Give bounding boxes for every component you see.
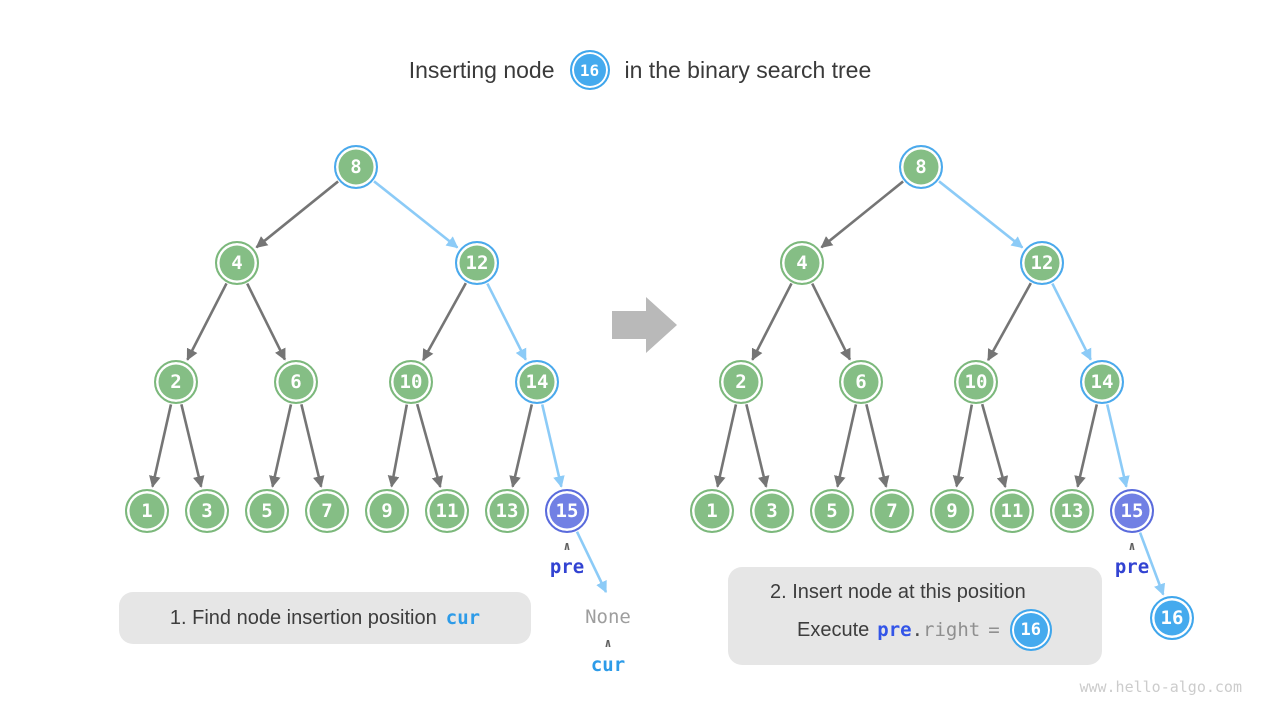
tree-after-node-1: 1 [690, 489, 734, 533]
tree-before-node-4: 4 [215, 241, 259, 285]
title-node-value: 16 [579, 60, 600, 80]
watermark: www.hello-algo.com [1079, 678, 1242, 696]
tree-before-node-15: 15 [545, 489, 589, 533]
caption-step2-pre-code: pre [877, 619, 912, 641]
tree-before-node-10: 10 [389, 360, 433, 404]
tree-edge-8-12 [373, 180, 459, 249]
tree-before-node-9: 9 [365, 489, 409, 533]
tree-edge-8-4 [820, 180, 904, 249]
tree-edge-12-14 [486, 282, 527, 361]
caption-step2-line1: 2. Insert node at this position [770, 581, 1026, 603]
title-node-16: 16 [569, 50, 610, 90]
tree-before-node-6: 6 [274, 360, 318, 404]
tree-after-node-15: 15 [1110, 489, 1154, 533]
tree-edge-8-4 [255, 180, 339, 249]
tree-edge-10-9 [387, 404, 409, 488]
tree-before-node-3: 3 [185, 489, 229, 533]
caption-step2-line2: Execute pre . right = 16 [797, 609, 1102, 651]
tree-before-node-7: 7 [305, 489, 349, 533]
tree-before-node-11: 11 [425, 489, 469, 533]
caption-step2-equals: = [988, 619, 1000, 641]
tree-after-node-11: 11 [990, 489, 1034, 533]
cur-pointer-label: cur [590, 654, 626, 676]
tree-after-node-8: 8 [899, 145, 943, 189]
tree-after-node-12: 12 [1020, 241, 1064, 285]
tree-edge-14-15 [540, 404, 565, 488]
tree-after-node-6: 6 [839, 360, 883, 404]
tree-before-node-1: 1 [125, 489, 169, 533]
caption-node-value: 16 [1020, 620, 1041, 640]
caption-step2: 2. Insert node at this position Execute … [728, 567, 1102, 665]
caret-up-icon: ∧ [1128, 539, 1136, 553]
tree-edge-12-14 [1051, 282, 1092, 361]
tree-edge-15-none [575, 531, 608, 594]
tree-before-node-12: 12 [455, 241, 499, 285]
tree-after-node-13: 13 [1050, 489, 1094, 533]
tree-edge-4-2 [186, 282, 228, 361]
tree-edge-6-5 [269, 404, 293, 488]
tree-edge-2-3 [745, 404, 770, 488]
tree-edge-6-7 [300, 404, 325, 488]
diagram-title: Inserting node 16 in the binary search t… [0, 48, 1280, 92]
tree-after-node-7: 7 [870, 489, 914, 533]
tree-edge-6-7 [865, 404, 890, 488]
tree-edge-15-16 [1138, 532, 1166, 596]
tree-after-node-14: 14 [1080, 360, 1124, 404]
tree-edge-6-5 [834, 404, 858, 488]
caption-step2-dot: . [911, 619, 924, 641]
tree-edge-2-1 [714, 404, 738, 488]
caption-step2-execute: Execute [797, 618, 870, 641]
tree-after-node-10: 10 [954, 360, 998, 404]
tree-edge-4-6 [246, 283, 287, 361]
none-label: None [585, 606, 631, 628]
tree-after-node-4: 4 [780, 241, 824, 285]
caption-step2-right-code: right [923, 619, 981, 641]
pre-pointer-label: pre [1114, 556, 1150, 578]
tree-after-node-5: 5 [810, 489, 854, 533]
tree-after-node-9: 9 [930, 489, 974, 533]
tree-before-node-13: 13 [485, 489, 529, 533]
tree-before-node-2: 2 [154, 360, 198, 404]
tree-edge-4-6 [811, 283, 852, 361]
caption-step2-node-16: 16 [1009, 609, 1052, 651]
caret-up-icon: ∧ [604, 636, 612, 650]
tree-before-node-14: 14 [515, 360, 559, 404]
pre-pointer-label: pre [549, 556, 585, 578]
title-text-before: Inserting node [408, 56, 555, 83]
tree-after-node-3: 3 [750, 489, 794, 533]
tree-edge-2-3 [180, 404, 205, 488]
tree-before-node-8: 8 [334, 145, 378, 189]
tree-edge-10-11 [415, 403, 444, 489]
tree-edge-2-1 [149, 404, 173, 488]
title-text-after: in the binary search tree [624, 56, 872, 83]
tree-edge-4-2 [751, 282, 793, 361]
tree-edge-14-15 [1105, 404, 1130, 488]
tree-edge-12-10 [421, 282, 467, 362]
tree-edge-10-9 [952, 404, 974, 488]
caret-up-icon: ∧ [563, 539, 571, 553]
caption-step1-text: 1. Find node insertion position [169, 606, 437, 629]
tree-edge-10-11 [980, 403, 1009, 489]
tree-edge-14-13 [509, 404, 534, 488]
tree-after-node-2: 2 [719, 360, 763, 404]
tree-before-node-5: 5 [245, 489, 289, 533]
caption-step1-cur-code: cur [445, 607, 481, 629]
caption-step1: 1. Find node insertion position cur [119, 592, 531, 644]
tree-edge-12-10 [986, 282, 1032, 362]
tree-edge-8-12 [938, 180, 1024, 249]
tree-after-node-16: 16 [1150, 596, 1194, 640]
tree-edge-14-13 [1074, 404, 1099, 488]
